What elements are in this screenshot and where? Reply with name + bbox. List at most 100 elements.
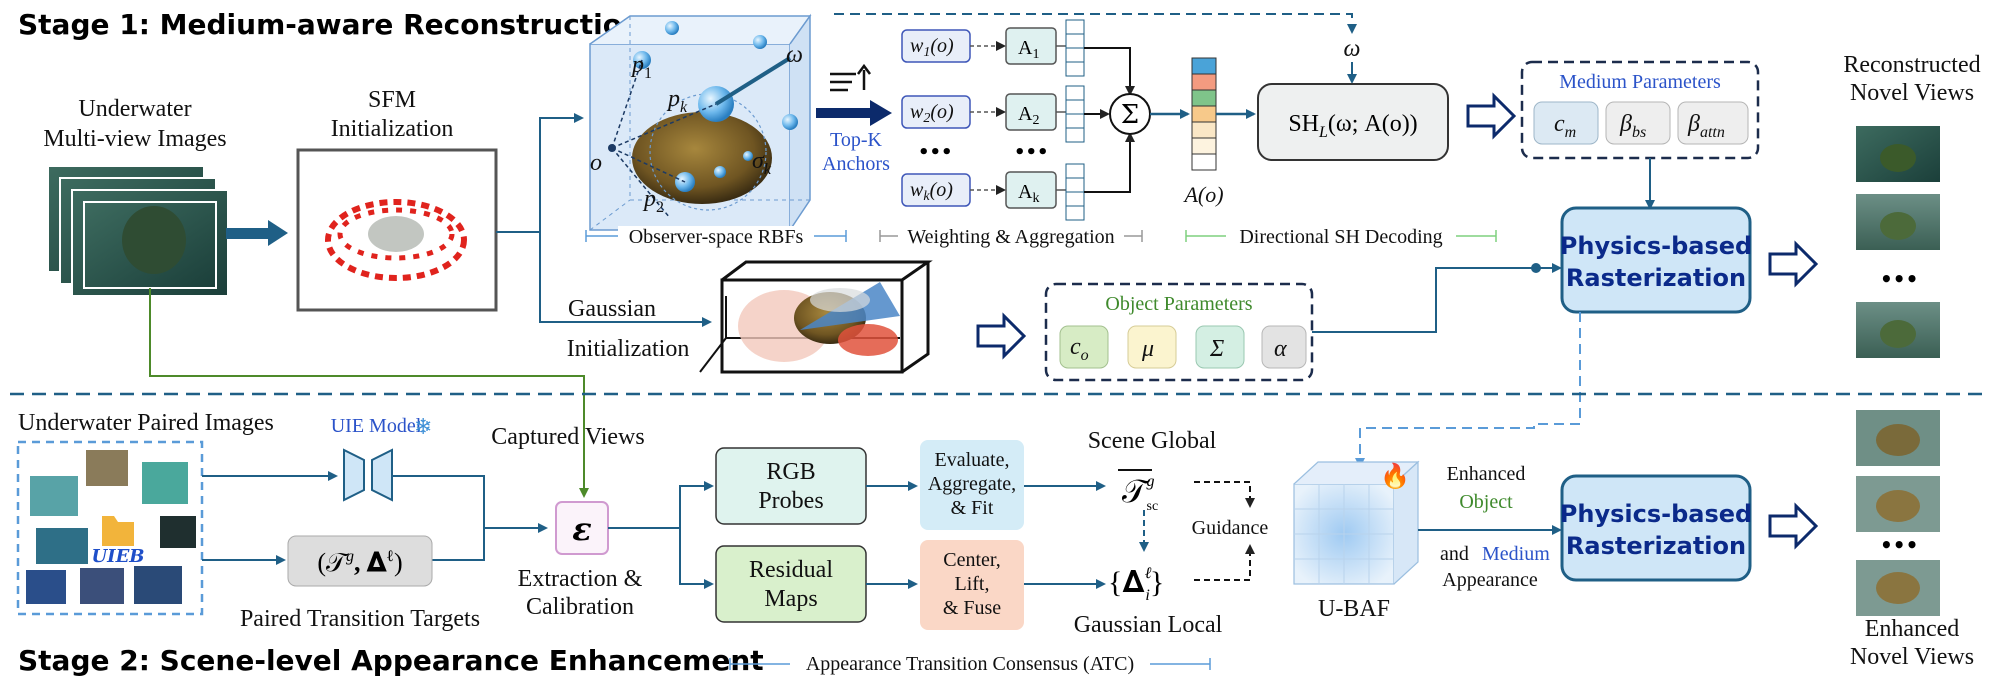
ubaf-grid-cube — [1293, 460, 1420, 585]
sfm-point-cloud — [296, 148, 498, 312]
snowflake-icon: ❄ — [414, 415, 432, 440]
object-param-sigma — [1195, 325, 1245, 369]
medium-param-beta-bs — [1605, 101, 1671, 145]
connector-epsilon-residual — [679, 528, 714, 589]
weight-1-label: w1(o) — [910, 35, 954, 60]
stage2-title: Stage 2: Scene-level Appearance Enhancem… — [18, 644, 764, 677]
topk-label-line2: Anchors — [822, 153, 890, 175]
enhanced-line1: Enhanced — [1447, 463, 1526, 485]
uie-model-icon — [343, 448, 393, 502]
connector-epsilon-rgb — [608, 481, 714, 529]
evaluate-line2: Aggregate, — [928, 473, 1016, 495]
transition-targets-math: (𝒯g, 𝚫ℓ) — [317, 548, 402, 577]
fire-icon: 🔥 — [1380, 462, 1410, 490]
topk-label-line1: Top-K — [830, 129, 882, 151]
observer-rbf-label: Observer-space RBFs — [629, 226, 804, 248]
enhanced-appearance: Appearance — [1442, 569, 1538, 591]
object-param-mu — [1127, 325, 1177, 369]
enhanced-output-line2: Novel Views — [1850, 644, 1974, 670]
medium-param-beta-attn — [1677, 101, 1749, 145]
connector-sfm-observer — [496, 113, 584, 233]
medium-beta-attn-label: βattn — [1687, 111, 1725, 141]
enhanced-object: Object — [1459, 491, 1513, 513]
connector-targets-epsilon — [432, 528, 485, 561]
label-p2: p2 — [642, 186, 664, 216]
connector-uie-epsilon — [392, 475, 548, 533]
weights-ellipsis: ••• — [918, 142, 953, 163]
enhanced-view-1 — [1856, 410, 1940, 466]
input-label-line2: Multi-view Images — [43, 126, 226, 152]
center-lift-box — [920, 540, 1024, 630]
connector-sfm-gaussian — [539, 232, 712, 327]
object-mu-label: μ — [1141, 336, 1154, 362]
weight-k-label: wk(o) — [910, 179, 953, 204]
recon-view-2 — [1856, 194, 1940, 250]
omega-feedback-dashed — [834, 13, 1357, 34]
weight-row-k — [901, 163, 1085, 221]
extraction-line1: Extraction & — [518, 566, 643, 592]
atc-label: Appearance Transition Consensus (ATC) — [806, 653, 1134, 675]
label-p1: p1 — [630, 52, 652, 82]
aggregated-feature-vector — [1191, 57, 1256, 171]
enhanced-medium: Medium — [1482, 543, 1550, 565]
label-sigma-k: σk — [752, 148, 772, 178]
enhanced-ellipsis: ••• — [1880, 533, 1918, 557]
input-image-stack — [47, 165, 229, 297]
weight-row-2 — [901, 85, 1085, 143]
object-sigma-label: Σ — [1209, 336, 1224, 362]
anchor-2-label: A2 — [1018, 103, 1039, 128]
hollow-arrow-to-object — [976, 312, 1027, 360]
physics-raster-box-stage2 — [1560, 474, 1752, 582]
center-line3: & Fuse — [943, 597, 1001, 619]
weighting-bracket — [879, 226, 1143, 246]
weight-2-label: w2(o) — [910, 101, 954, 126]
transition-targets-box — [287, 535, 433, 587]
residual-maps-line2: Maps — [764, 586, 817, 612]
center-line1: Center, — [943, 549, 1001, 571]
residual-maps-line1: Residual — [749, 557, 833, 583]
uieb-thumbnails — [26, 450, 196, 604]
recon-output-line1: Reconstructed — [1843, 52, 1980, 78]
observer-rbf-bracket — [585, 226, 847, 246]
medium-beta-bs-label: βbs — [1619, 111, 1646, 141]
physics-raster-box-stage1 — [1560, 206, 1752, 314]
epsilon-symbol: ε — [572, 510, 591, 548]
evaluate-box — [920, 440, 1024, 530]
enhanced-view-3 — [1856, 560, 1940, 616]
medium-cm-label: cm — [1554, 111, 1576, 141]
topk-arrow — [816, 100, 892, 126]
ubaf-label: U-BAF — [1318, 596, 1390, 622]
connector-stage1-to-ubaf-dashed — [1355, 312, 1581, 468]
enhanced-view-2 — [1856, 476, 1940, 532]
omega-top-label: ω — [1344, 36, 1361, 62]
physics-raster-stage2-line2: Rasterization — [1566, 532, 1746, 560]
input-label-line1: Underwater — [78, 96, 191, 122]
medium-params-title: Medium Parameters — [1559, 71, 1721, 93]
stage1-title: Stage 1: Medium-aware Reconstruction — [18, 8, 642, 41]
recon-view-3 — [1856, 302, 1940, 358]
label-omega: ω — [786, 42, 803, 68]
label-pk: pk — [666, 86, 688, 116]
object-param-alpha — [1261, 325, 1307, 369]
uie-model-label: UIE Model — [331, 415, 422, 437]
paired-images-label: Underwater Paired Images — [18, 410, 274, 436]
physics-raster-stage2-line1: Physics-based — [1560, 500, 1752, 528]
object-param-co — [1059, 325, 1109, 369]
hollow-arrow-to-recon — [1768, 240, 1819, 288]
global-guidance-dashed — [1194, 481, 1255, 508]
guidance-label: Guidance — [1192, 517, 1269, 539]
hollow-arrow-to-enhanced — [1768, 502, 1819, 550]
physics-raster-stage1-line2: Rasterization — [1566, 264, 1746, 292]
arrow-input-to-sfm — [226, 220, 288, 246]
topk-sort-icon — [830, 63, 871, 92]
connector-object-physics — [1312, 263, 1562, 333]
sum-symbol: Σ — [1121, 100, 1139, 130]
weighting-label: Weighting & Aggregation — [907, 226, 1114, 248]
object-params-box — [1044, 282, 1314, 382]
gaussian-init-line2: Initialization — [567, 336, 690, 362]
evaluate-line3: & Fit — [951, 497, 994, 519]
hollow-arrow-to-medium — [1466, 92, 1517, 140]
